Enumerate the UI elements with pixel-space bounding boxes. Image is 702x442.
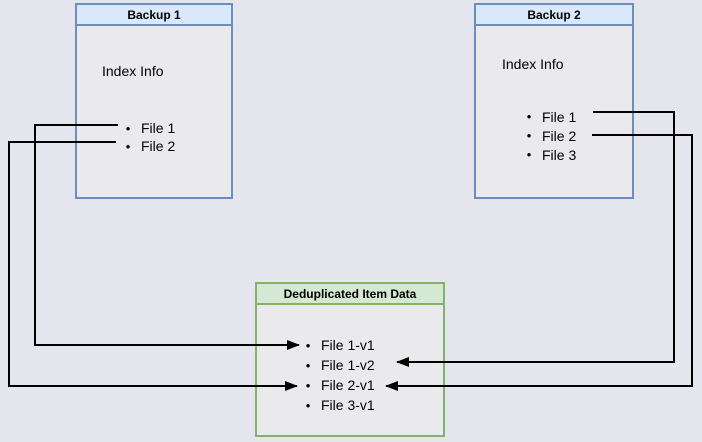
backup1-file-list: • File 1 • File 2	[121, 119, 176, 155]
list-item: • File 3-v1	[301, 395, 375, 415]
list-item: • File 3	[522, 145, 577, 164]
list-item-label: File 3-v1	[321, 397, 375, 413]
list-item: • File 2	[121, 137, 176, 155]
list-item-label: File 3	[542, 146, 577, 163]
list-item: • File 2	[522, 126, 577, 145]
list-item-label: File 2	[542, 127, 577, 144]
list-item: • File 1-v1	[301, 335, 375, 355]
backup2-file-list: • File 1 • File 2 • File 3	[522, 107, 577, 164]
list-item-label: File 1	[542, 108, 577, 125]
list-item-label: File 2	[141, 138, 176, 154]
list-item: • File 1-v2	[301, 355, 375, 375]
backup2-title: Backup 2	[476, 5, 632, 26]
bullet-icon: •	[526, 109, 532, 124]
dedup-item-list: • File 1-v1 • File 1-v2 • File 2-v1 • Fi…	[301, 335, 375, 415]
list-item-label: File 1-v2	[321, 357, 375, 373]
deduplicated-item-data-box: Deduplicated Item Data • File 1-v1 • Fil…	[255, 282, 445, 437]
list-item-label: File 1-v1	[321, 337, 375, 353]
backup1-title: Backup 1	[77, 5, 231, 26]
backup1-index-info-label: Index Info	[102, 63, 164, 79]
list-item-label: File 2-v1	[321, 377, 375, 393]
list-item: • File 2-v1	[301, 375, 375, 395]
bullet-icon: •	[526, 147, 532, 162]
backup2-box: Backup 2 Index Info • File 1 • File 2 • …	[474, 3, 634, 199]
bullet-icon: •	[526, 128, 532, 143]
bullet-icon: •	[305, 397, 311, 413]
bullet-icon: •	[305, 377, 311, 393]
bullet-icon: •	[125, 120, 131, 136]
list-item: • File 1	[121, 119, 176, 137]
bullet-icon: •	[305, 337, 311, 353]
bullet-icon: •	[125, 138, 131, 154]
bullet-icon: •	[305, 357, 311, 373]
backup2-index-info-label: Index Info	[502, 56, 564, 72]
list-item-label: File 1	[141, 120, 176, 136]
list-item: • File 1	[522, 107, 577, 126]
dedup-title: Deduplicated Item Data	[257, 284, 443, 305]
backup1-box: Backup 1 Index Info • File 1 • File 2	[75, 3, 233, 199]
